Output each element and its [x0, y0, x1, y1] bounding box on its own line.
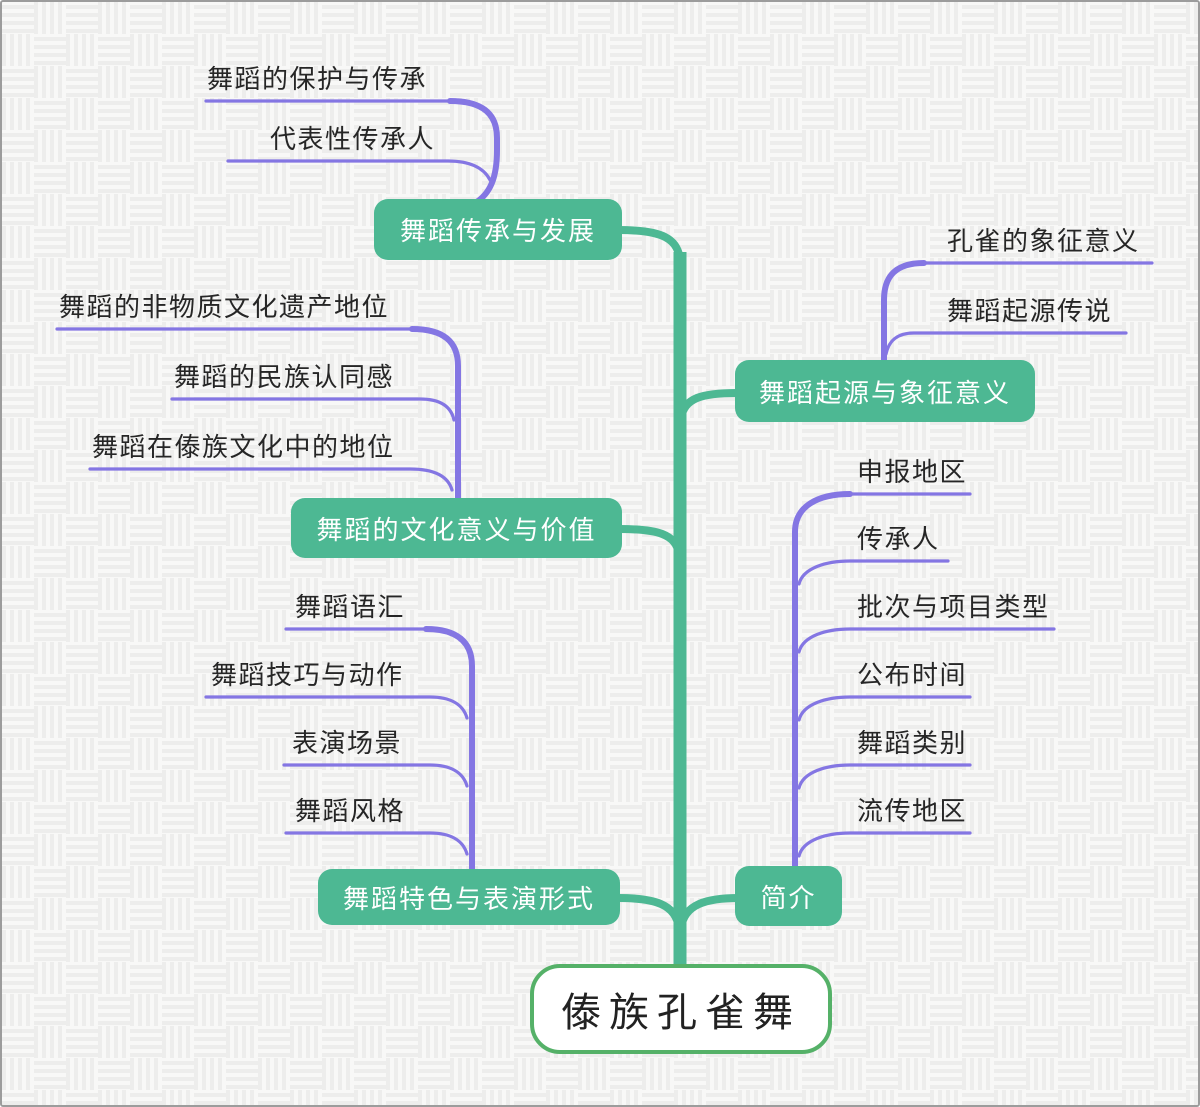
leaf-topic-batch-project-type[interactable]: 批次与项目类型: [857, 592, 1050, 622]
branch-connector-intro: [677, 894, 743, 932]
purple-connectors: [55, 98, 1154, 876]
underline-features-2: [204, 695, 469, 720]
underline-origin-2: [884, 331, 1128, 356]
root-node-dai-peacock-dance[interactable]: 傣族孔雀舞: [530, 964, 832, 1054]
spine-intro: [792, 491, 853, 876]
underline-culture-3: [88, 467, 454, 492]
leaf-topic-skills-movements[interactable]: 舞蹈技巧与动作: [211, 660, 404, 690]
leaf-topic-dance-category[interactable]: 舞蹈类别: [857, 728, 968, 758]
leaf-topic-dance-style[interactable]: 舞蹈风格: [295, 796, 406, 826]
underline-intro-4: [797, 695, 972, 722]
leaf-topic-peacock-symbolism[interactable]: 孔雀的象征意义: [947, 226, 1140, 256]
spine-heritage: [447, 98, 500, 206]
branch-connector-culture: [616, 525, 683, 558]
leaf-topic-ethnic-identity[interactable]: 舞蹈的民族认同感: [174, 362, 395, 392]
branch-node-features-performance[interactable]: 舞蹈特色与表演形式: [318, 869, 620, 925]
underline-intro-6: [797, 831, 972, 858]
underline-intro-3: [797, 627, 1056, 654]
underline-features-4: [284, 831, 469, 856]
branch-node-heritage-development[interactable]: 舞蹈传承与发展: [374, 199, 622, 260]
leaf-topic-origin-legend[interactable]: 舞蹈起源传说: [947, 296, 1113, 326]
spine-origin: [881, 260, 927, 367]
leaf-topic-performance-scenes[interactable]: 表演场景: [292, 728, 403, 758]
leaf-topic-status-in-dai-culture[interactable]: 舞蹈在傣族文化中的地位: [92, 432, 395, 462]
branch-node-cultural-significance[interactable]: 舞蹈的文化意义与价值: [291, 498, 622, 558]
leaf-topic-announcement-time[interactable]: 公布时间: [857, 660, 968, 690]
leaf-topic-representative-inheritors[interactable]: 代表性传承人: [270, 124, 436, 154]
branch-node-origin-symbolism[interactable]: 舞蹈起源与象征意义: [735, 360, 1035, 422]
leaf-topic-application-region[interactable]: 申报地区: [857, 457, 968, 487]
underline-culture-2: [170, 397, 456, 422]
branch-connector-features: [614, 894, 683, 932]
green-connectors: [614, 226, 743, 966]
branch-node-introduction[interactable]: 简介: [735, 866, 842, 926]
leaf-topic-intangible-heritage-status[interactable]: 舞蹈的非物质文化遗产地位: [59, 292, 390, 322]
branch-connector-origin: [677, 389, 741, 422]
leaf-topic-inheritor[interactable]: 传承人: [857, 524, 940, 554]
underline-intro-5: [797, 763, 972, 790]
leaf-topic-spread-region[interactable]: 流传地区: [857, 796, 968, 826]
spine-features: [423, 626, 475, 876]
branch-connector-heritage: [614, 226, 684, 268]
underline-features-3: [282, 763, 469, 788]
underline-heritage-2: [226, 159, 492, 182]
underline-intro-2: [797, 559, 950, 586]
spine-culture: [409, 326, 461, 505]
leaf-topic-dance-vocabulary[interactable]: 舞蹈语汇: [295, 592, 406, 622]
leaf-topic-protection-inheritance[interactable]: 舞蹈的保护与传承: [207, 64, 428, 94]
